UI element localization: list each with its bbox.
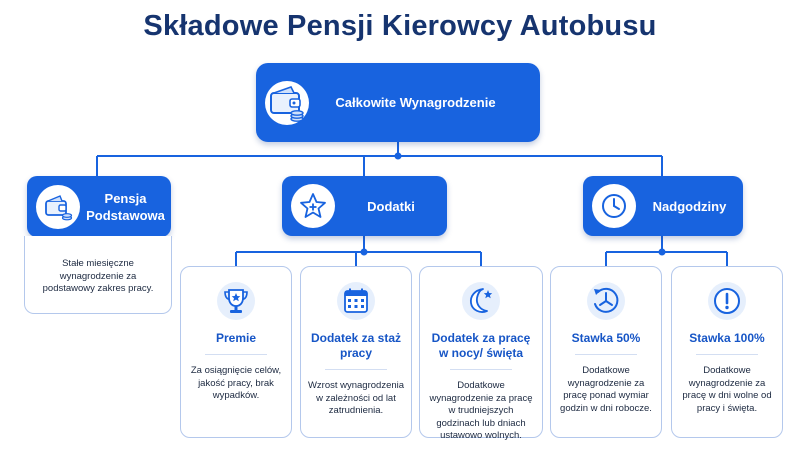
- card-divider: [205, 354, 267, 355]
- card-pensja-podstawowa: Stałe miesięczne wynagrodzenie za podsta…: [24, 236, 172, 314]
- card-title: Dodatek za pracę w nocy/ święta: [431, 331, 531, 360]
- connector-dot: [658, 248, 666, 256]
- wallet-coins-icon: [265, 80, 309, 125]
- card-divider: [325, 369, 387, 370]
- category-label: Dodatki: [367, 198, 415, 214]
- card-stawka-100: Stawka 100% Dodatkowe wynagrodzenie za p…: [671, 266, 783, 438]
- page-title: Składowe Pensji Kierowcy Autobusu: [143, 10, 657, 42]
- card-premie: Premie Za osiągnięcie celów, jakość prac…: [180, 266, 292, 438]
- calendar-icon: [334, 279, 378, 323]
- card-dodatek-staz: Dodatek za staż pracy Wzrost wynagrodzen…: [300, 266, 412, 438]
- exclamation-icon: [705, 279, 749, 323]
- card-dodatek-noc-swieta: Dodatek za pracę w nocy/ święta Dodatkow…: [419, 266, 543, 441]
- clock-arrow-icon: [584, 279, 628, 323]
- clock-icon: [592, 184, 636, 228]
- card-title: Stawka 100%: [689, 331, 765, 345]
- card-description: Stałe miesięczne wynagrodzenie za podsta…: [42, 258, 154, 294]
- category-pensja-podstawowa: Pensja Podstawowa: [27, 176, 171, 237]
- card-description: Wzrost wynagrodzenia w zależności od lat…: [307, 380, 405, 416]
- root-label: Całkowite Wynagrodzenie: [335, 95, 496, 110]
- trophy-icon: [214, 279, 258, 323]
- root-node: Całkowite Wynagrodzenie: [256, 63, 540, 142]
- card-divider: [450, 369, 512, 370]
- card-description: Dodatkowe wynagrodzenie za pracę w trudn…: [429, 380, 533, 441]
- card-description: Za osiągnięcie celów, jakość pracy, brak…: [190, 365, 282, 401]
- connector-dot: [360, 248, 368, 256]
- card-divider: [696, 354, 758, 355]
- card-description: Dodatkowe wynagrodzenie za pracę ponad w…: [560, 365, 652, 414]
- card-title: Stawka 50%: [571, 331, 641, 345]
- category-label: Pensja Podstawowa: [86, 190, 165, 223]
- category-label: Nadgodziny: [652, 198, 727, 214]
- card-stawka-50: Stawka 50% Dodatkowe wynagrodzenie za pr…: [550, 266, 662, 438]
- star-plus-icon: [291, 184, 335, 228]
- wallet-icon: [36, 184, 80, 229]
- card-description: Dodatkowe wynagrodzenie za pracę w dni w…: [682, 365, 772, 414]
- card-title: Dodatek za staż pracy: [310, 331, 402, 360]
- card-title: Premie: [215, 331, 257, 345]
- category-nadgodziny: Nadgodziny: [583, 176, 743, 236]
- connector-dot: [394, 152, 402, 160]
- card-divider: [575, 354, 637, 355]
- moon-star-icon: [459, 279, 503, 323]
- category-dodatki: Dodatki: [282, 176, 447, 236]
